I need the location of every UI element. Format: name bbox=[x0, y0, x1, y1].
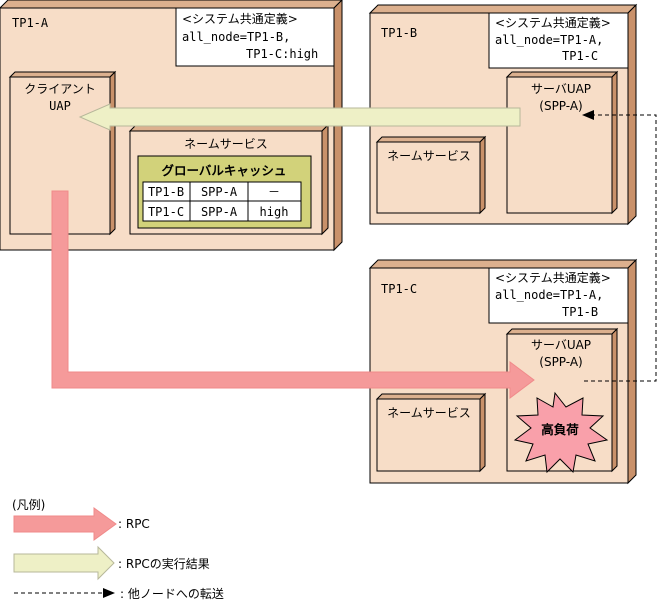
tp1-c-nameservice-box bbox=[375, 392, 487, 473]
cache-row2-node: TP1-C bbox=[148, 205, 184, 219]
tp1-c-nameservice-label: ネームサービス bbox=[387, 406, 471, 420]
tp1-c-server-line2: (SPP-A) bbox=[539, 355, 582, 369]
tp1-b-server-line2: (SPP-A) bbox=[539, 99, 582, 113]
tp1-c-sysdef-line1: all_node=TP1-A, bbox=[495, 288, 603, 302]
tp1-c-server-line1: サーバUAP bbox=[531, 338, 591, 352]
tp1-a-title: TP1-A bbox=[12, 16, 49, 30]
tp1-a-sysdef-line1: all_node=TP1-B, bbox=[182, 30, 290, 44]
tp1-a-sysdef-box bbox=[175, 7, 335, 67]
tp1-b-nameservice-label: ネームサービス bbox=[387, 149, 471, 163]
legend-title: (凡例) bbox=[12, 498, 45, 512]
tp1-c-title: TP1-C bbox=[381, 282, 417, 296]
legend-forward-arrowhead-icon bbox=[103, 588, 115, 598]
tp1-b-sysdef-line1: all_node=TP1-A, bbox=[495, 33, 603, 47]
cache-row1-status: － bbox=[268, 185, 280, 199]
client-uap-line1: クライアント bbox=[24, 82, 96, 96]
rpc-arrow bbox=[51, 190, 535, 399]
tp1-b-server-uap-box bbox=[505, 70, 619, 215]
legend-result-arrow-icon bbox=[13, 545, 115, 581]
tp1-b-title: TP1-B bbox=[381, 26, 417, 40]
tp1-b-server-line1: サーバUAP bbox=[531, 82, 591, 96]
global-cache-table bbox=[142, 181, 302, 222]
tp1-b-sysdef-box bbox=[488, 12, 629, 69]
tp1-c-sysdef-title: <システム共通定義> bbox=[495, 270, 611, 285]
legend-result-label: : RPCの実行結果 bbox=[118, 556, 210, 571]
cache-row2-status: high bbox=[260, 205, 289, 219]
rpc-result-arrow bbox=[78, 103, 521, 131]
tp1-a-nameservice-label: ネームサービス bbox=[184, 137, 268, 151]
tp1-b-nameservice-box bbox=[375, 135, 487, 215]
cache-row1-server: SPP-A bbox=[201, 185, 238, 199]
legend-forward-label: : 他ノードへの転送 bbox=[120, 586, 224, 601]
tp1-a-sysdef-line2: TP1-C:high bbox=[246, 47, 318, 61]
legend-rpc-label: : RPC bbox=[118, 517, 150, 531]
tp1-c-sysdef-box bbox=[488, 267, 629, 324]
tp1-b-sysdef-title: <システム共通定義> bbox=[495, 15, 611, 30]
tp1-a-sysdef-title: <システム共通定義> bbox=[182, 11, 298, 26]
cache-row1-node: TP1-B bbox=[148, 185, 184, 199]
tp1-c-sysdef-line2: TP1-B bbox=[562, 305, 598, 319]
forward-arrowhead bbox=[582, 110, 594, 120]
legend-rpc-arrow-icon bbox=[13, 507, 117, 541]
tp1-b-sysdef-line2: TP1-C bbox=[562, 49, 598, 63]
high-load-burst bbox=[513, 391, 609, 474]
high-load-label: 高負荷 bbox=[541, 422, 579, 437]
cache-row2-server: SPP-A bbox=[201, 205, 238, 219]
client-uap-line2: UAP bbox=[49, 99, 71, 113]
global-cache-title: グローバルキャッシュ bbox=[162, 163, 287, 178]
forward-dashed-line bbox=[584, 114, 657, 382]
